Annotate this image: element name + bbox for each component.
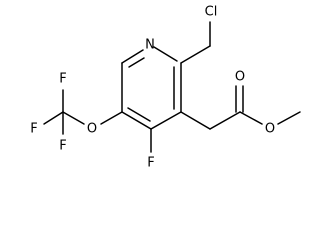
pyridine-ring	[121, 46, 182, 130]
atom-fluorine-left: F	[30, 122, 37, 137]
atom-fluorine-ring: F	[147, 156, 154, 171]
bond-o-methyl	[277, 111, 301, 125]
bond-c2-ch2	[180, 45, 211, 64]
bond-n1-c2	[153, 46, 178, 62]
bond-c-f-left	[43, 111, 64, 125]
bond-c4-c5-outer	[121, 111, 152, 130]
bond-carbonyl-o-ester	[239, 111, 263, 125]
atom-oxygen-ester: O	[265, 122, 275, 137]
bond-c5-o	[100, 111, 123, 125]
atom-fluorine-top: F	[59, 72, 66, 87]
bond-ch2-carbonyl	[209, 111, 241, 130]
atom-oxygen-ether: O	[87, 122, 97, 137]
atom-chlorine: Cl	[205, 5, 218, 20]
bond-c6-n1-inner	[128, 57, 145, 68]
bond-o-cf3	[62, 111, 85, 125]
atom-oxygen-carbonyl: O	[235, 70, 245, 85]
atom-nitrogen: N	[145, 38, 155, 53]
bond-c3-c4	[150, 111, 182, 130]
bond-c3-ch2	[180, 111, 211, 130]
atom-fluorine-bottom: F	[59, 139, 66, 154]
molecule-structure-diagram: N Cl O O O F F F F	[30, 5, 301, 171]
bond-c6-n1-outer	[121, 49, 144, 64]
bond-c4-c5-inner	[127, 107, 151, 122]
